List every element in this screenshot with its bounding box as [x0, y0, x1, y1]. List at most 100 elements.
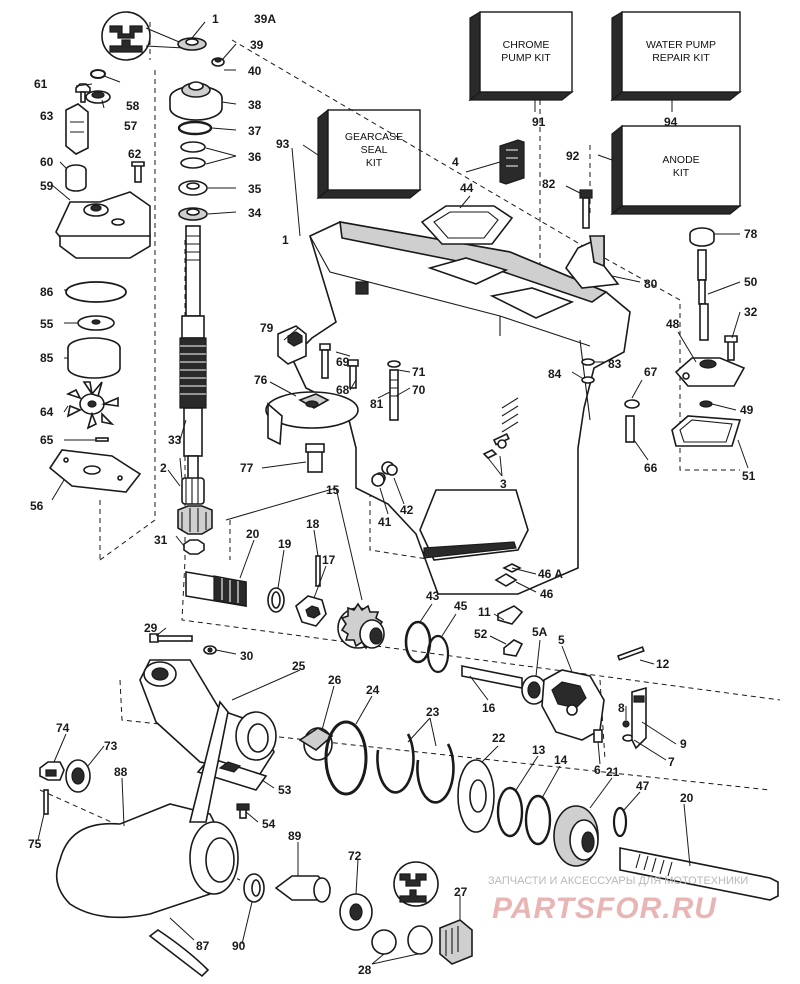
label-part-27: 27 [454, 885, 468, 899]
label-part-36: 36 [248, 150, 262, 164]
label-part-38: 38 [248, 98, 262, 112]
label-part-29: 29 [144, 621, 158, 635]
label-part-32: 32 [744, 305, 758, 319]
label-part-56: 56 [30, 499, 44, 513]
label-part-13: 13 [532, 743, 546, 757]
seal-detail-callout [101, 11, 185, 61]
bolts-68-69 [319, 343, 359, 389]
label-part-34: 34 [248, 206, 262, 220]
label-part-4: 4 [452, 155, 459, 169]
label-part-93: 93 [276, 137, 290, 151]
label-part-1-top: 1 [212, 12, 219, 26]
bolt-82 [579, 189, 593, 229]
label-part-87: 87 [196, 939, 210, 953]
label-part-31: 31 [154, 533, 168, 547]
label-part-59: 59 [40, 179, 54, 193]
label-part-39a: 39A [254, 12, 276, 26]
label-part-90: 90 [232, 939, 246, 953]
label-part-12: 12 [656, 657, 670, 671]
kit-box-gearcase-seal: GEARCASE SEAL KIT [316, 108, 422, 200]
label-part-40: 40 [248, 64, 262, 78]
label-part-73: 73 [104, 739, 118, 753]
part-79 [277, 325, 307, 365]
label-part-44: 44 [460, 181, 474, 195]
part-77 [305, 443, 325, 473]
driveshaft [179, 225, 207, 493]
label-part-86: 86 [40, 285, 54, 299]
label-part-57: 57 [124, 119, 138, 133]
trim-parts-right [624, 227, 746, 447]
upper-seal-stack [169, 37, 225, 221]
label-part-9: 9 [680, 737, 687, 751]
pump-seal-44 [420, 205, 514, 245]
screw-3 [482, 433, 510, 459]
label-part-15: 15 [326, 483, 340, 497]
label-part-25: 25 [292, 659, 306, 673]
label-part-64: 64 [40, 405, 54, 419]
part-4 [499, 139, 525, 185]
label-part-74: 74 [56, 721, 70, 735]
label-part-42: 42 [400, 503, 414, 517]
label-part-94: 94 [664, 115, 678, 129]
kit-text-seal-1: GEARCASE [345, 131, 403, 143]
label-part-46a: 46 A [538, 567, 563, 581]
label-part-72: 72 [348, 849, 362, 863]
kit-text-seal-3: KIT [366, 157, 383, 169]
label-part-1: 1 [282, 233, 289, 247]
label-part-77: 77 [240, 461, 254, 475]
label-part-83: 83 [608, 357, 622, 371]
kit-box-water-pump: WATER PUMP REPAIR KIT [610, 10, 742, 102]
kit-text-seal-2: SEAL [361, 144, 388, 156]
leader-lines [37, 21, 749, 965]
label-part-16: 16 [482, 701, 496, 715]
label-part-3: 3 [500, 477, 507, 491]
label-part-33: 33 [168, 433, 182, 447]
label-part-76: 76 [254, 373, 268, 387]
kit-text-water-1: WATER PUMP [646, 39, 716, 51]
label-part-63: 63 [40, 109, 54, 123]
plate-76 [265, 391, 359, 446]
kit-box-anode: ANODE KIT [610, 124, 742, 216]
label-part-54: 54 [262, 817, 276, 831]
label-part-6: 6 [594, 763, 601, 777]
label-part-62: 62 [128, 147, 142, 161]
lower-drivetrain [39, 555, 779, 978]
label-part-58: 58 [126, 99, 140, 113]
label-part-50: 50 [744, 275, 758, 289]
label-part-18: 18 [306, 517, 320, 531]
watermark-logo: PARTSFOR.RU [492, 892, 717, 925]
label-part-26: 26 [328, 673, 342, 687]
label-part-23: 23 [426, 705, 440, 719]
label-part-78: 78 [744, 227, 758, 241]
label-part-67: 67 [644, 365, 658, 379]
anode-80 [565, 234, 620, 289]
label-part-49: 49 [740, 403, 754, 417]
label-part-20-right: 20 [680, 791, 694, 805]
label-part-81: 81 [370, 397, 384, 411]
label-part-45: 45 [454, 599, 468, 613]
label-part-35: 35 [248, 182, 262, 196]
kit-text-water-2: REPAIR KIT [652, 52, 710, 64]
label-part-19: 19 [278, 537, 292, 551]
pinion-parts [177, 477, 213, 555]
label-part-28: 28 [358, 963, 372, 977]
label-part-11: 11 [478, 605, 491, 619]
label-part-47: 47 [636, 779, 650, 793]
kit-box-chrome-pump: CHROME PUMP KIT [468, 10, 574, 102]
label-part-48: 48 [666, 317, 680, 331]
kit-text-anode-1: ANODE [662, 154, 699, 166]
water-pump-assembly [48, 69, 151, 493]
label-part-21: 21 [606, 765, 620, 779]
label-part-88: 88 [114, 765, 128, 779]
label-part-68: 68 [336, 383, 350, 397]
label-part-52: 52 [474, 627, 488, 641]
label-part-20-left: 20 [246, 527, 260, 541]
label-part-85: 85 [40, 351, 54, 365]
label-part-37: 37 [248, 124, 262, 138]
label-part-17: 17 [322, 553, 336, 567]
label-part-80: 80 [644, 277, 658, 291]
label-part-84: 84 [548, 367, 562, 381]
watermark-line-1: ЗАПЧАСТИ И АКСЕССУАРЫ ДЛЯ МОТОТЕХНИКИ [488, 875, 748, 887]
label-part-69: 69 [336, 355, 350, 369]
